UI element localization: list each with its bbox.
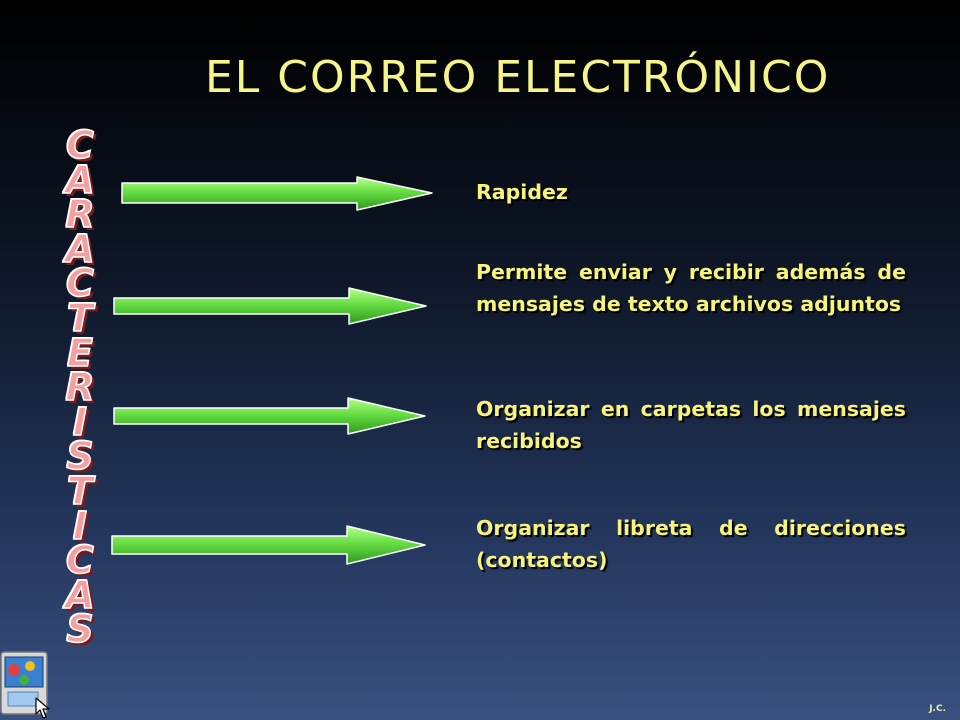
signature: J.C. (929, 704, 946, 714)
computer-mouse-icon (0, 651, 50, 719)
right-arrow-icon (111, 525, 426, 565)
vertical-word-caracteristicas: C A R A C T E R I S T I C A S (40, 123, 120, 652)
feature-rapidez: Rapidez (476, 180, 568, 204)
vertical-letter: C (65, 123, 94, 167)
vertical-letter: C (65, 261, 94, 306)
vertical-letter: R (65, 192, 96, 237)
vertical-letter: C (65, 538, 94, 583)
vertical-letter: I (72, 399, 88, 444)
feature-folders: Organizar en carpetas los mensajes recib… (476, 397, 906, 453)
vertical-letter: T (66, 295, 93, 340)
vertical-letter: E (66, 330, 93, 375)
vertical-letter: T (66, 468, 93, 513)
vertical-letter: S (66, 607, 95, 652)
right-arrow-icon (113, 397, 426, 435)
right-arrow-icon (121, 176, 433, 211)
feature-attachments: Permite enviar y recibir además de mensa… (476, 260, 906, 316)
vertical-letter: S (66, 434, 95, 479)
vertical-letter: I (72, 503, 88, 548)
vertical-letter: R (65, 365, 96, 410)
right-arrow-icon (113, 287, 427, 325)
vertical-letter: A (65, 157, 96, 202)
vertical-letter: A (65, 572, 96, 617)
slide-title: El correo electrónico (205, 52, 831, 103)
vertical-letter: A (65, 226, 96, 271)
feature-contacts: Organizar libreta de direcciones (contac… (476, 516, 906, 572)
